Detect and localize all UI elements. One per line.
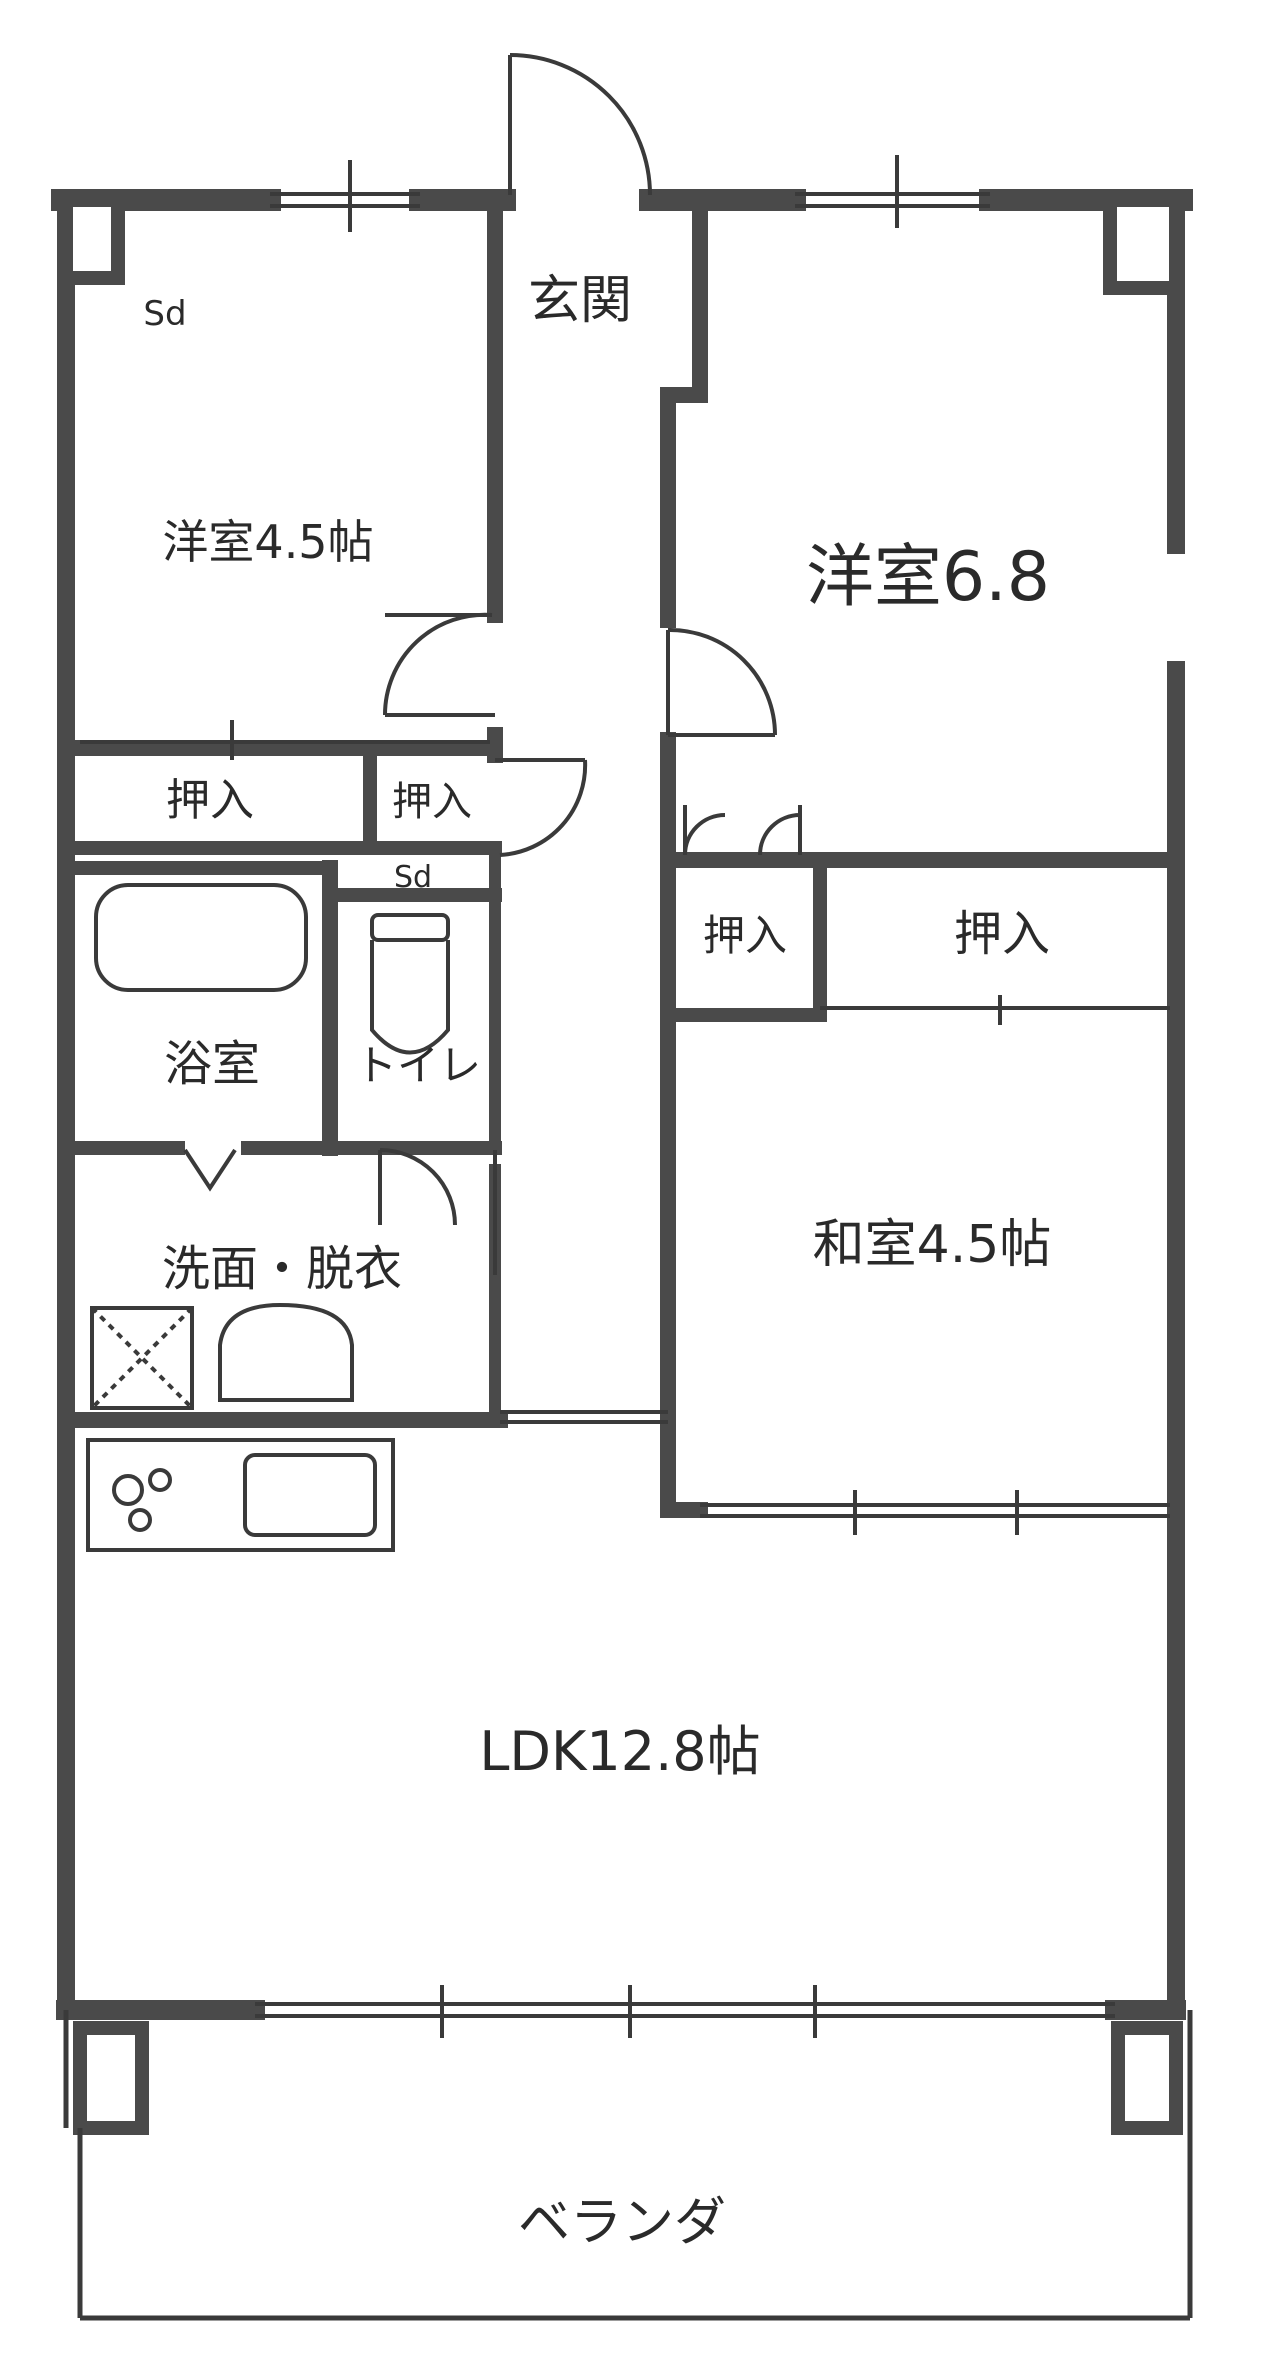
toilet-tank [370,913,450,942]
room-label-washroom: 洗面・脱衣 [162,1241,402,1297]
room-label-toilet: トイレ [355,1041,481,1090]
room-label-closet-d: 押入 [954,906,1050,962]
room-label-closet-b: 押入 [392,779,472,825]
kitchen-counter [86,1438,395,1552]
room-label-western-small: 洋室4.5帖 [162,515,373,569]
room-label-japanese: 和室4.5帖 [813,1215,1052,1275]
entrance-door-arc [509,53,652,196]
stove-burner-1 [112,1474,144,1506]
room-label-ldk: LDK12.8帖 [479,1720,760,1783]
interior-walls [58,192,1184,1518]
room-label-western-large: 洋室6.8 [806,538,1050,617]
mark-sd-top: Sd [143,294,186,334]
stove-burner-3 [128,1508,152,1532]
veranda-outline [63,2010,1193,2321]
mark-sd-mid: Sd [394,860,432,895]
washer-pan [90,1306,194,1410]
sliding-doors [80,720,1170,2038]
room-label-closet-a: 押入 [166,775,254,826]
bathtub [94,883,308,992]
room-labels: 洋室4.5帖 洋室6.8 玄関 押入 押入 押入 押入 浴室 トイレ 洗面・脱衣… [143,271,1051,2253]
doors [183,53,802,1275]
room-label-bath: 浴室 [164,1036,260,1092]
room-label-veranda: ベランダ [518,2193,726,2253]
fixtures [86,883,450,1552]
stove-burner-2 [148,1468,172,1492]
wash-basin [218,1302,354,1402]
toilet-bowl [370,940,450,1055]
top-windows [270,155,990,232]
kitchen-sink [243,1453,377,1537]
room-label-entrance: 玄関 [528,271,632,331]
room-label-closet-c: 押入 [703,911,787,960]
pillars [59,193,1183,2135]
